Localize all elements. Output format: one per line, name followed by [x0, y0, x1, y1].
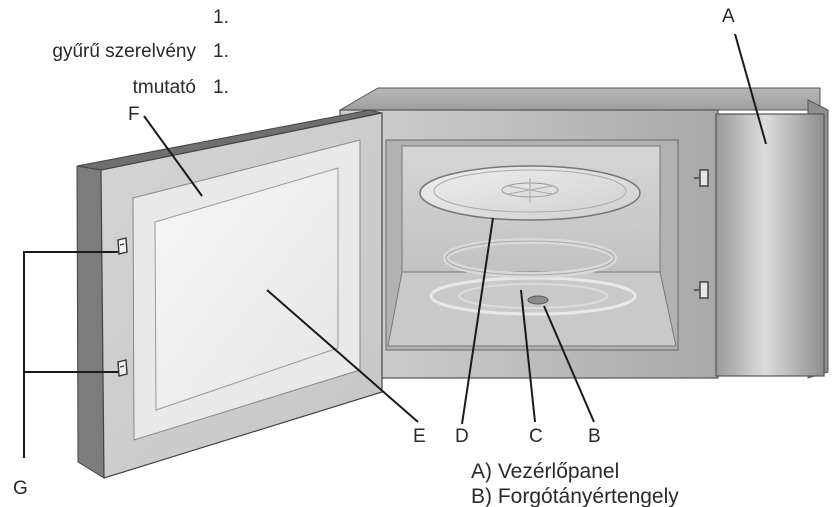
leader-D [461, 217, 494, 425]
parts-list-name: tmutató [133, 77, 196, 98]
floor-ring-inner [458, 283, 608, 309]
legend-item: B) Forgótányértengely [471, 485, 679, 507]
legend: A) Vezérlőpanel B) Forgótányértengely [471, 460, 679, 507]
callout-label-C: C [529, 426, 543, 447]
glass-plate-ribs [507, 178, 553, 202]
callout-label-D: D [455, 426, 469, 447]
body-top [338, 87, 821, 111]
parts-list-qty: 1. [213, 7, 229, 28]
door-latch-hooks [117, 237, 128, 377]
parts-list-qty: 1. [213, 77, 229, 98]
door-edge [76, 165, 105, 479]
callout-label-A: A [722, 6, 735, 27]
microwave-door [76, 109, 383, 479]
microwave-body [338, 87, 829, 379]
leader-B [543, 305, 595, 423]
glass-plate-rim [433, 169, 627, 213]
callout-label-B: B [588, 426, 601, 447]
legend-item: A) Vezérlőpanel [471, 460, 619, 483]
callout-label-F: F [128, 104, 140, 125]
callout-label-G: G [13, 478, 28, 499]
leader-F [143, 115, 203, 197]
leader-E [266, 289, 419, 423]
leader-lines [23, 33, 767, 458]
door-window [154, 167, 339, 411]
parts-list-name: gyűrű szerelvény [52, 41, 196, 62]
parts-list-qty: 1. [213, 41, 229, 62]
callout-labels: A F E D C B G [13, 6, 735, 499]
floor-ring [429, 276, 637, 316]
roller-ring-edge [445, 240, 615, 276]
callout-label-E: E [413, 426, 426, 447]
leader-A [734, 33, 767, 145]
turntable-shaft [527, 295, 549, 305]
parts-list: gyűrű szerelvény tmutató 1. 1. 1. [52, 7, 228, 98]
leader-C [520, 289, 536, 423]
latch-slots [694, 169, 709, 299]
control-panel [715, 113, 825, 377]
leader-G [23, 251, 118, 458]
